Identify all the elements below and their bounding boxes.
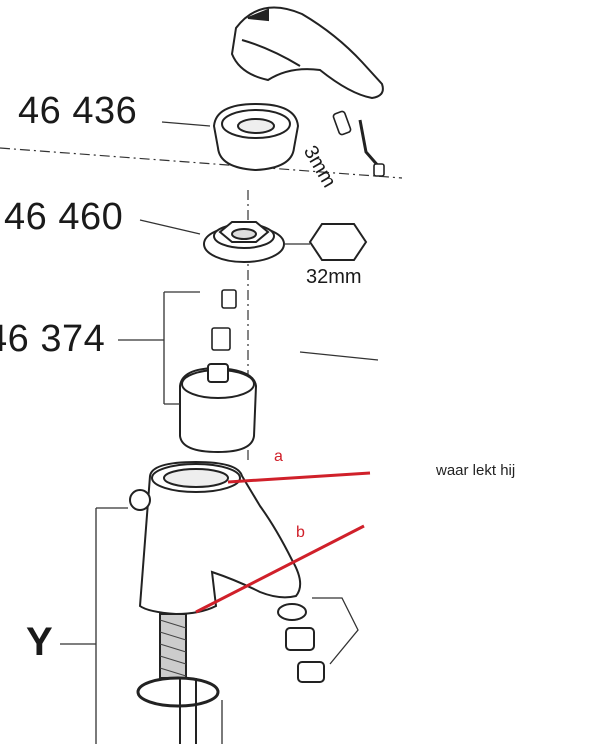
part-number-3: 46 374 [0, 318, 106, 360]
right-blank-area [402, 0, 600, 744]
question-note: waar lekt hij [436, 462, 516, 479]
nut-size: 32mm [306, 266, 362, 288]
mark-a: a [274, 448, 283, 465]
hose-and-fittings [136, 613, 220, 744]
group-bracket [150, 291, 379, 405]
assembly-label: Y [26, 620, 53, 664]
cap-ring-46436 [212, 102, 300, 172]
part-number-1: 46 436 [18, 90, 138, 132]
cartridge [179, 363, 258, 454]
hex-nut-outline [308, 223, 368, 261]
faucet-body [129, 460, 302, 616]
set-screw [332, 110, 385, 177]
diagonal-axis [0, 147, 403, 179]
mark-b: b [296, 524, 305, 541]
spindle-pieces-46374 [211, 289, 237, 351]
handle-lever [230, 6, 384, 100]
nut-46460 [203, 221, 285, 263]
y-bracket [60, 507, 223, 744]
leader-lines [118, 121, 310, 341]
annotation-line-b [195, 524, 365, 614]
annotation-line-a [227, 471, 371, 484]
aerator-parts [277, 597, 359, 683]
part-number-2: 46 460 [4, 196, 124, 238]
